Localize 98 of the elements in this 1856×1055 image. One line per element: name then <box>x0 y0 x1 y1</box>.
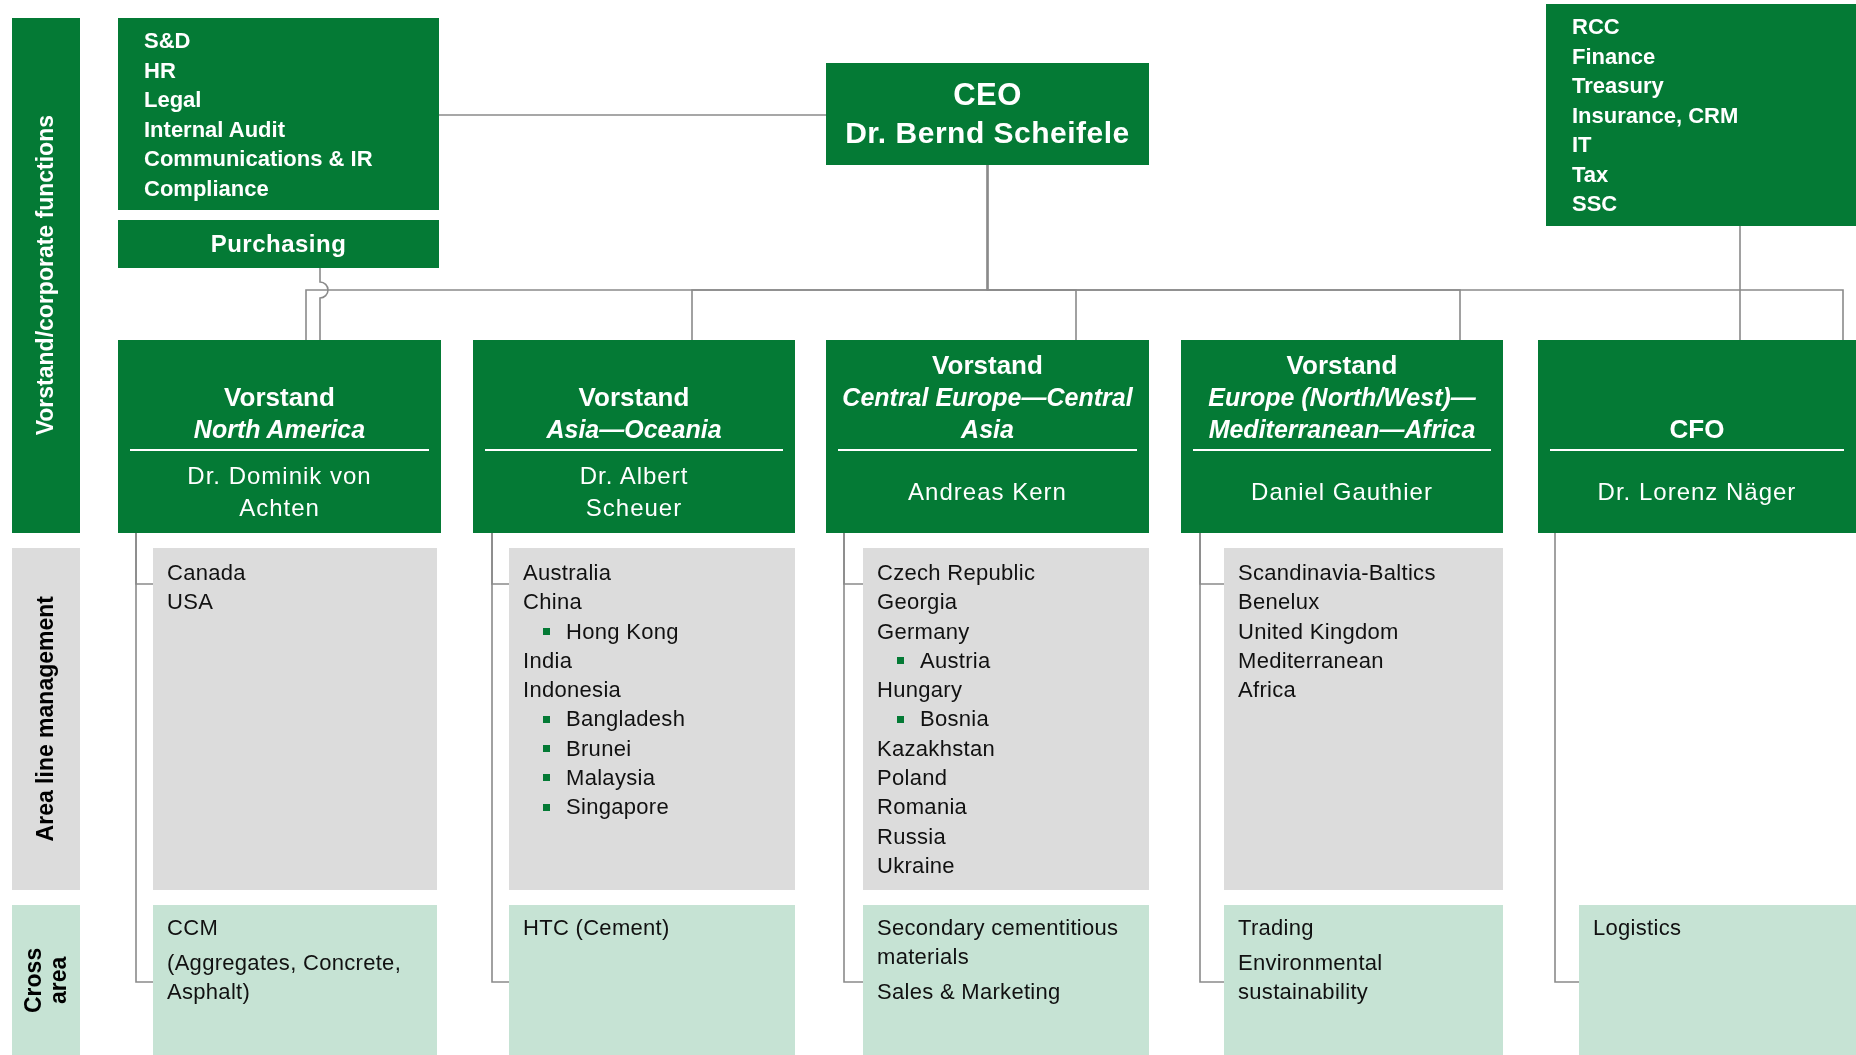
row-header <box>12 548 80 890</box>
function-name: Compliance <box>144 174 270 203</box>
function-name: Trading <box>1238 914 1315 942</box>
board-member-box <box>118 340 441 533</box>
connector-line <box>491 532 510 983</box>
country-name: USA <box>167 588 214 617</box>
person-name: Dr. Lorenz Näger <box>1597 477 1797 507</box>
cross-area-box <box>153 905 437 1055</box>
country-name: Hungary <box>877 676 963 705</box>
board-member-box <box>826 340 1149 533</box>
person-name: Dr. Dominik von Achten <box>186 461 373 523</box>
person-name: Dr. Albert Scheuer <box>578 461 690 523</box>
country-name: Mediterranean <box>1238 646 1384 675</box>
connector-line <box>135 532 154 983</box>
connector-line <box>1554 532 1580 983</box>
country-name: Poland <box>877 764 948 793</box>
function-name: Communications & IR <box>144 145 374 173</box>
country-name: India <box>523 646 573 675</box>
role-title: CEO <box>953 76 1022 114</box>
cross-area-box <box>1579 905 1856 1055</box>
country-name: Kazakhstan <box>877 734 995 763</box>
country-name: Hong Kong <box>566 617 679 646</box>
country-name: Singapore <box>566 793 669 822</box>
country-name: Brunei <box>566 734 632 763</box>
function-box <box>118 18 439 210</box>
role-title: Vorstand <box>932 349 1043 381</box>
region-box <box>863 548 1149 890</box>
function-name: (Aggregates, Concrete, Asphalt) <box>167 949 403 1006</box>
region-title: Europe (North/West)—Mediterranean—Africa <box>1207 382 1477 445</box>
person-name: Andreas Kern <box>908 477 1067 507</box>
board-member-box <box>1538 340 1856 533</box>
function-box <box>118 220 439 268</box>
connector-line <box>843 532 864 983</box>
board-member-box <box>473 340 795 533</box>
function-name: Environmental sustainability <box>1238 949 1384 1006</box>
country-name: Ukraine <box>877 851 955 880</box>
function-name: S&D <box>144 27 192 55</box>
role-title: CFO <box>1669 413 1725 445</box>
country-name: Indonesia <box>523 676 622 705</box>
board-member-box <box>1181 340 1503 533</box>
country-name: Russia <box>877 822 947 851</box>
person-name: Daniel Gauthier <box>1251 477 1433 507</box>
function-name: RCC <box>1572 13 1621 41</box>
row-label: Cross area <box>20 946 72 1015</box>
role-title: Vorstand <box>1286 349 1398 381</box>
person-name: Dr. Bernd Scheifele <box>845 115 1130 151</box>
row-label: Vorstand/corporate functions <box>33 115 59 436</box>
country-name: Australia <box>523 559 612 587</box>
executive-box <box>826 63 1149 165</box>
cross-area-box <box>863 905 1149 1055</box>
function-name: IT <box>1572 131 1593 159</box>
function-name: Internal Audit <box>144 115 286 144</box>
function-name: HTC (Cement) <box>523 914 671 942</box>
country-name: Africa <box>1238 676 1297 705</box>
connector-line <box>438 114 827 116</box>
row-label: Area line management <box>33 596 59 842</box>
function-name: SSC <box>1572 190 1619 218</box>
function-name: Purchasing <box>210 230 347 258</box>
country-name: United Kingdom <box>1238 617 1399 646</box>
role-title: Vorstand <box>578 381 690 413</box>
cross-area-box <box>1224 905 1503 1055</box>
country-name: Czech Republic <box>877 559 1036 587</box>
function-name: CCM <box>167 914 219 942</box>
country-name: Benelux <box>1238 588 1320 617</box>
country-name: Malaysia <box>566 764 656 793</box>
country-name: Austria <box>920 646 991 675</box>
country-name: Canada <box>167 559 246 587</box>
connector-line <box>319 267 329 341</box>
function-name: Secondary cementitious materials <box>877 914 1120 971</box>
function-name: Finance <box>1572 42 1657 71</box>
region-title: Asia—Oceania <box>546 414 722 445</box>
role-title: Vorstand <box>224 381 335 413</box>
function-name: Legal <box>144 86 203 114</box>
connector-line <box>986 164 1844 341</box>
country-name: Germany <box>877 617 970 646</box>
row-header <box>12 18 80 533</box>
connector-line <box>1739 225 1741 341</box>
country-name: Bosnia <box>920 705 990 734</box>
region-title: Central Europe—Central Asia <box>842 382 1133 445</box>
cross-area-box <box>509 905 795 1055</box>
connector-line <box>1199 532 1225 983</box>
region-box <box>1224 548 1503 890</box>
function-name: Tax <box>1572 160 1610 189</box>
region-title: North America <box>193 414 366 445</box>
function-name: Treasury <box>1572 72 1665 100</box>
country-name: Georgia <box>877 588 958 617</box>
region-box <box>153 548 437 890</box>
function-box <box>1546 4 1856 226</box>
country-name: Scandinavia-Baltics <box>1238 559 1436 587</box>
country-name: Bangladesh <box>566 705 686 734</box>
function-name: Sales & Marketing <box>877 978 1062 1006</box>
function-name: Logistics <box>1593 914 1683 942</box>
region-box <box>509 548 795 890</box>
function-name: HR <box>144 56 177 85</box>
function-name: Insurance, CRM <box>1572 101 1740 130</box>
row-header <box>12 905 80 1055</box>
country-name: China <box>523 588 582 617</box>
country-name: Romania <box>877 793 968 822</box>
